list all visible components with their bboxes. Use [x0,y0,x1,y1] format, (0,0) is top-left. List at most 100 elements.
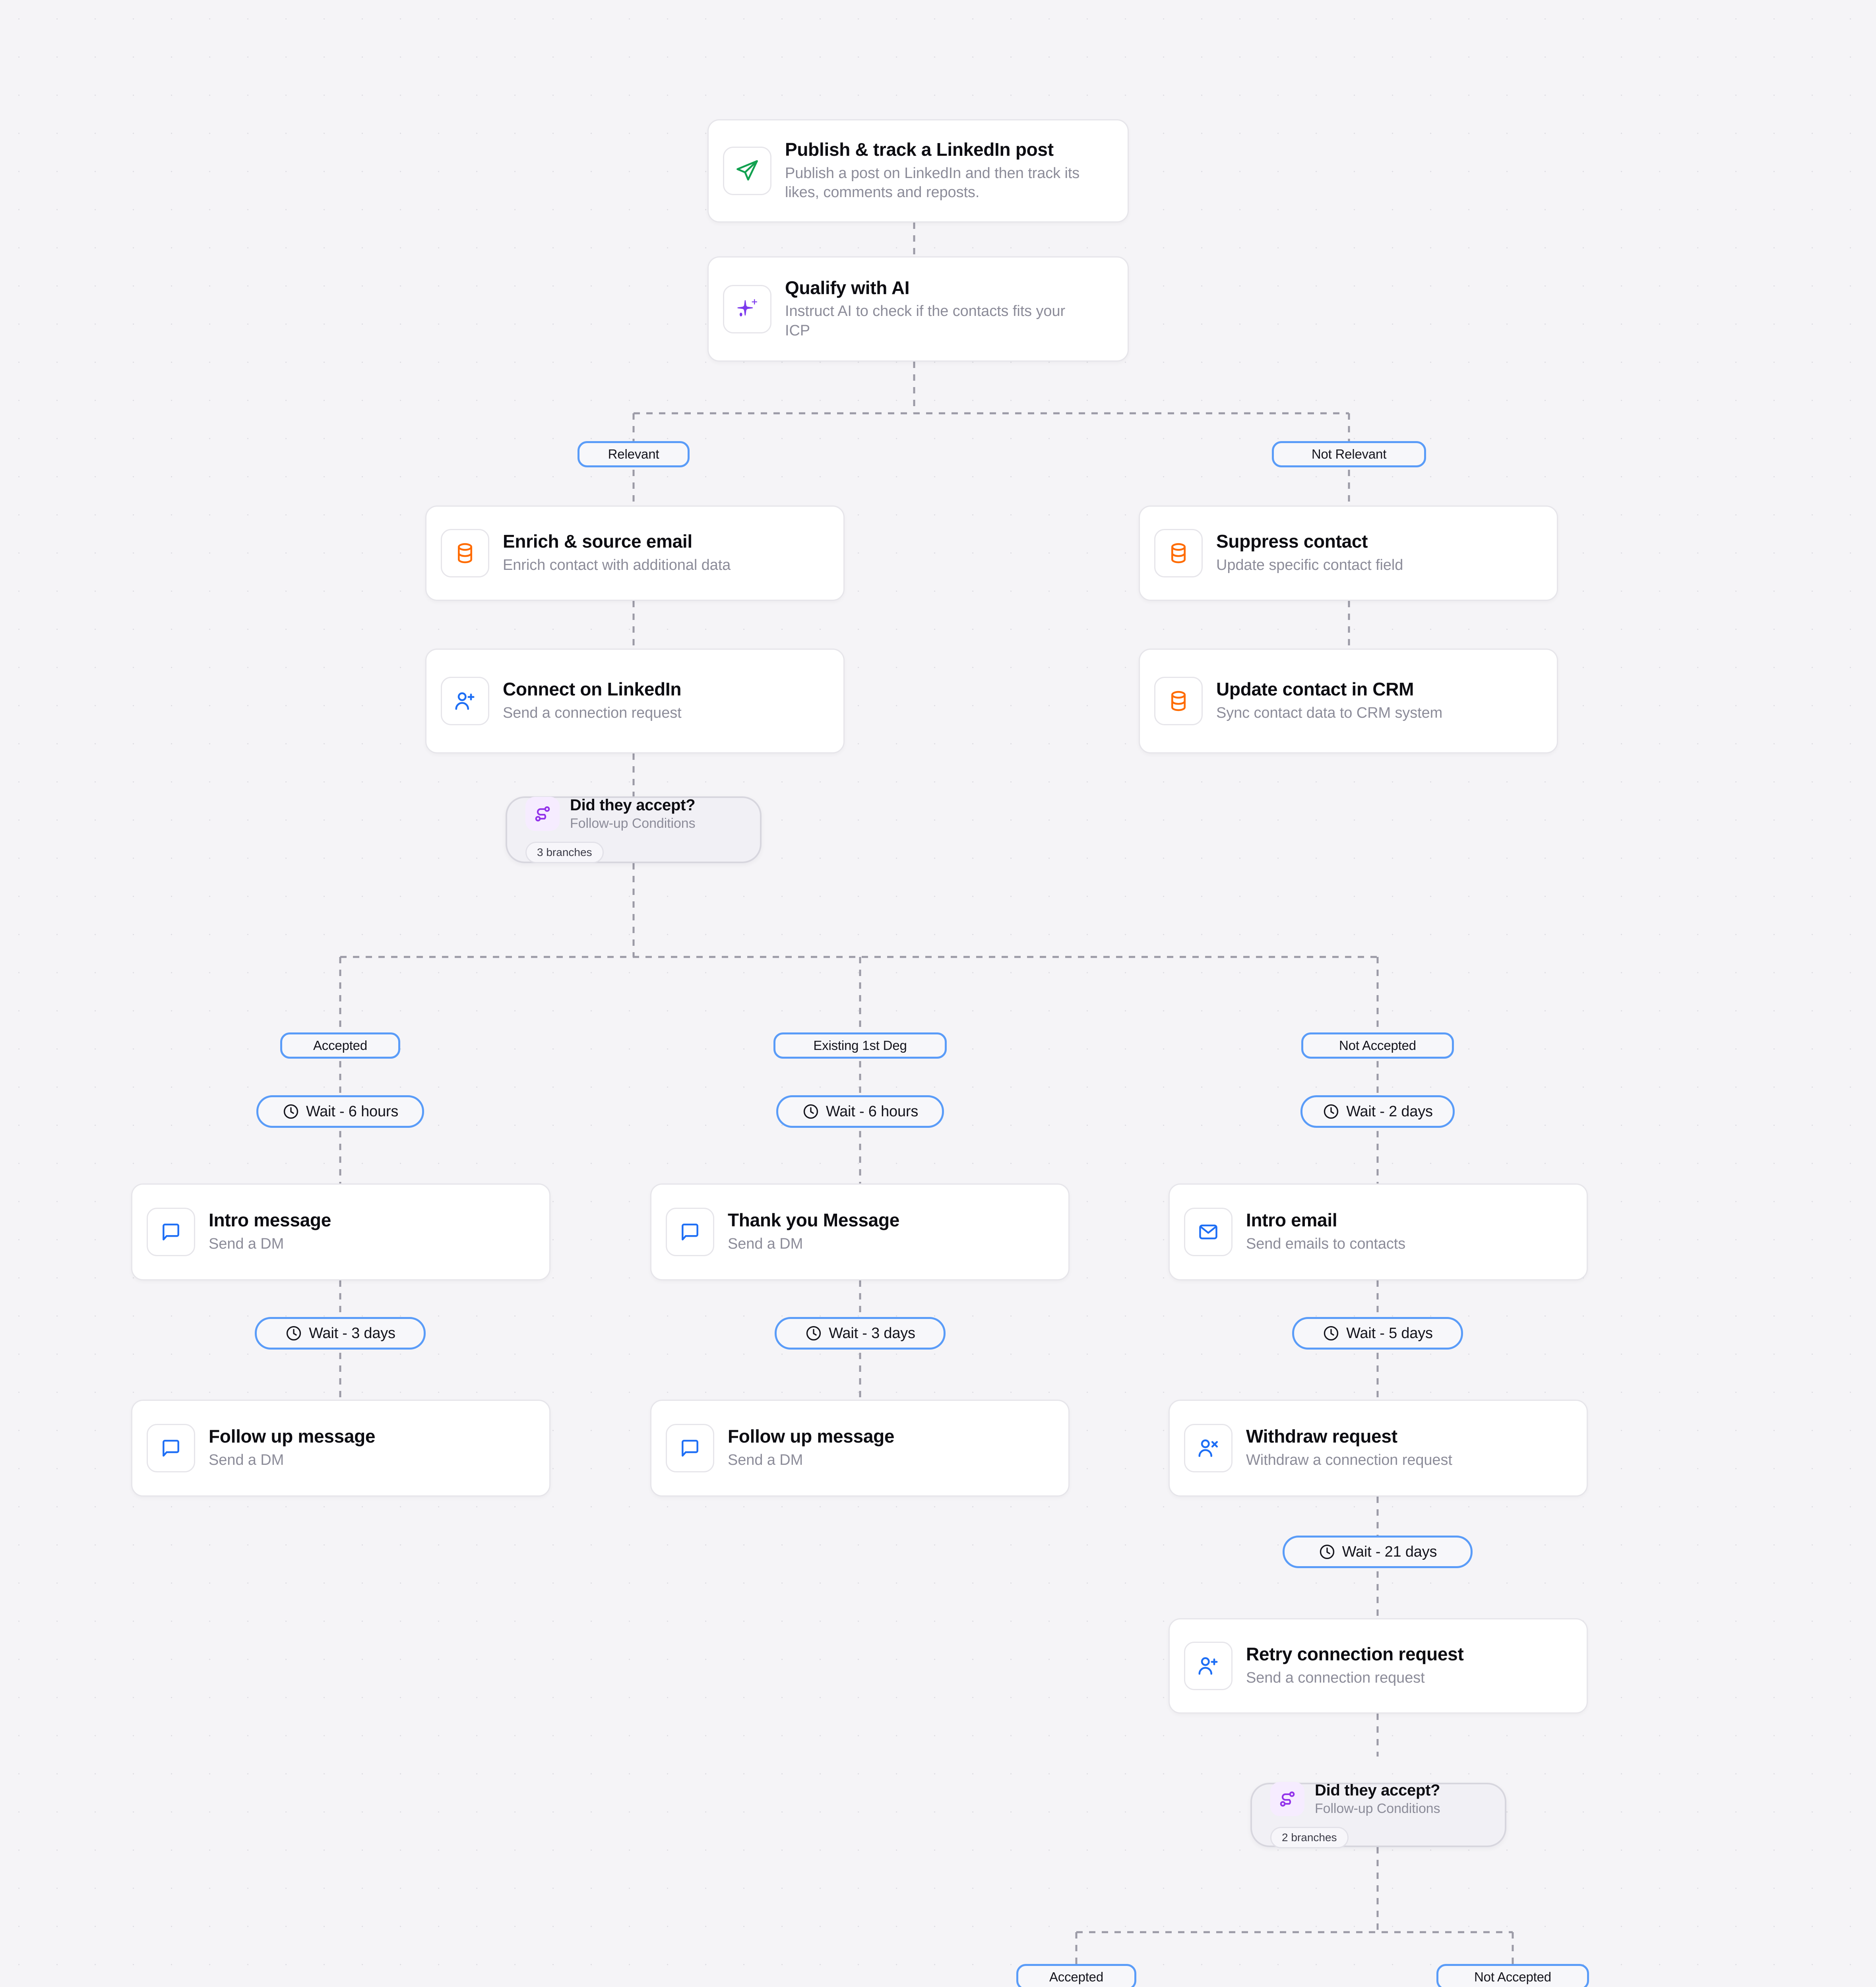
node-title: Follow up message [209,1426,376,1447]
node-subtitle: Send a connection request [1246,1669,1425,1686]
branch-label-text: Not Relevant [1311,447,1387,461]
user-plus-icon [1198,1657,1218,1675]
message-icon-box [147,1424,195,1472]
clock-icon [286,1326,301,1341]
branch-label-text: Accepted [1049,1970,1103,1984]
branch-label-text: Accepted [313,1038,367,1053]
node-title: Intro email [1246,1210,1337,1231]
database-icon [1171,691,1186,711]
branch-label-existing-1st-deg[interactable]: Existing 1st Deg [773,1032,947,1059]
branch-count-badge: 3 branches [525,842,604,863]
clock-icon [1324,1326,1339,1341]
wait-pill-3-days-b[interactable]: Wait - 3 days [775,1317,946,1350]
clock-icon [1320,1544,1334,1559]
node-connect-on-linkedin[interactable]: Connect on LinkedIn Send a connection re… [425,649,845,753]
branch-label-text: Relevant [608,447,659,461]
sparkle-icon-box [723,285,771,333]
message-icon-box [666,1208,714,1256]
branch-label-accepted-2[interactable]: Accepted [1016,1964,1136,1987]
user-x-icon [1198,1439,1218,1457]
node-title: Enrich & source email [503,531,692,552]
node-subtitle: Send a DM [209,1451,284,1468]
message-icon-box [147,1208,195,1256]
wait-label: Wait - 21 days [1342,1543,1437,1560]
wait-label: Wait - 5 days [1346,1325,1433,1342]
database-icon [457,543,473,564]
node-suppress-contact[interactable]: Suppress contact Update specific contact… [1139,505,1558,601]
message-icon [682,1224,698,1241]
node-subtitle: Withdraw a connection request [1246,1451,1452,1468]
node-title: Follow up message [728,1426,895,1447]
node-title: Suppress contact [1216,531,1368,552]
node-title: Withdraw request [1246,1426,1397,1447]
wait-pill-2-days[interactable]: Wait - 2 days [1300,1095,1455,1128]
node-follow-up-message-2[interactable]: Follow up message Send a DM [650,1400,1070,1497]
condition-did-they-accept-1[interactable]: Did they accept? Follow-up Conditions 3 … [506,796,762,863]
node-thank-you-message[interactable]: Thank you Message Send a DM [650,1183,1070,1280]
user-plus-icon-box [441,677,489,725]
condition-subtitle: Follow-up Conditions [570,816,696,831]
condition-subtitle: Follow-up Conditions [1315,1801,1440,1816]
user-plus-icon [455,692,475,710]
wait-label: Wait - 3 days [309,1325,395,1342]
branch-label-not-accepted-1[interactable]: Not Accepted [1301,1032,1454,1059]
branch-icon [535,806,550,821]
wait-label: Wait - 6 hours [306,1103,399,1120]
node-retry-connection-request[interactable]: Retry connection request Send a connecti… [1169,1618,1588,1714]
node-title: Publish & track a LinkedIn post [785,139,1054,160]
node-subtitle: Instruct AI to check if the contacts fit… [785,303,1066,339]
node-subtitle: Send a DM [209,1235,284,1252]
node-title: Connect on LinkedIn [503,679,682,700]
branch-label-not-relevant[interactable]: Not Relevant [1272,441,1426,467]
node-subtitle: Send a DM [728,1235,803,1252]
node-withdraw-request-1[interactable]: Withdraw request Withdraw a connection r… [1169,1400,1588,1497]
node-subtitle: Update specific contact field [1216,556,1403,573]
wait-pill-3-days-a[interactable]: Wait - 3 days [255,1317,426,1350]
database-icon [1171,543,1186,564]
branch-label-not-accepted-2[interactable]: Not Accepted [1436,1964,1589,1987]
wait-pill-5-days[interactable]: Wait - 5 days [1292,1317,1463,1350]
branch-label-text: Existing 1st Deg [813,1038,907,1053]
node-subtitle: Send emails to contacts [1246,1235,1406,1252]
node-update-contact-in-crm[interactable]: Update contact in CRM Sync contact data … [1139,649,1558,753]
node-intro-message-1[interactable]: Intro message Send a DM [131,1183,550,1280]
node-subtitle: Send a DM [728,1451,803,1468]
node-qualify-with-ai[interactable]: Qualify with AI Instruct AI to check if … [707,256,1129,362]
condition-title: Did they accept? [1315,1782,1440,1799]
node-subtitle: Sync contact data to CRM system [1216,704,1443,721]
node-title: Qualify with AI [785,277,910,298]
branch-label-text: Not Accepted [1474,1970,1551,1984]
branch-icon-box [525,797,560,831]
clock-icon [803,1104,818,1119]
send-icon [736,160,758,181]
node-subtitle: Send a connection request [503,704,682,721]
node-follow-up-message-1[interactable]: Follow up message Send a DM [131,1400,550,1497]
message-icon [163,1440,179,1457]
node-subtitle: Publish a post on LinkedIn and then trac… [785,165,1080,201]
node-title: Intro message [209,1210,331,1231]
branch-label-relevant[interactable]: Relevant [578,441,690,467]
node-subtitle: Enrich contact with additional data [503,556,731,573]
wait-pill-21-days[interactable]: Wait - 21 days [1283,1536,1473,1568]
database-icon-box [1154,529,1203,577]
wait-pill-6-hours-b[interactable]: Wait - 6 hours [776,1095,944,1128]
envelope-icon [1199,1224,1217,1239]
node-enrich-source-email[interactable]: Enrich & source email Enrich contact wit… [425,505,845,601]
send-icon-box [723,147,771,195]
node-publish-track-linkedin-post[interactable]: Publish & track a LinkedIn post Publish … [707,119,1129,223]
message-icon [682,1440,698,1457]
envelope-icon-box [1184,1208,1233,1256]
message-icon-box [666,1424,714,1472]
database-icon-box [441,529,489,577]
node-title: Retry connection request [1246,1644,1464,1665]
node-intro-email[interactable]: Intro email Send emails to contacts [1169,1183,1588,1280]
clock-icon [283,1104,298,1119]
branch-label-accepted-1[interactable]: Accepted [280,1032,400,1059]
wait-label: Wait - 6 hours [826,1103,919,1120]
wait-pill-6-hours-a[interactable]: Wait - 6 hours [256,1095,424,1128]
branch-icon-box [1270,1782,1304,1816]
condition-did-they-accept-2[interactable]: Did they accept? Follow-up Conditions 2 … [1250,1782,1506,1848]
node-title: Thank you Message [728,1210,900,1231]
